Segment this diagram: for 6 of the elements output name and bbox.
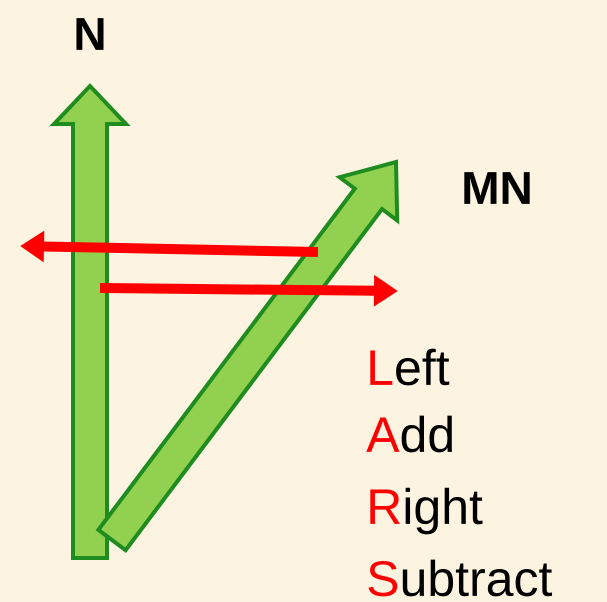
mnemonic-word: Add	[366, 416, 452, 452]
arrow-label: MN	[464, 172, 530, 204]
mnemonic-word: Left	[370, 348, 450, 386]
arrow-label: N	[76, 18, 104, 50]
mnemonic-word: Subtract	[368, 560, 552, 596]
mnemonic-word: Right	[370, 488, 483, 534]
